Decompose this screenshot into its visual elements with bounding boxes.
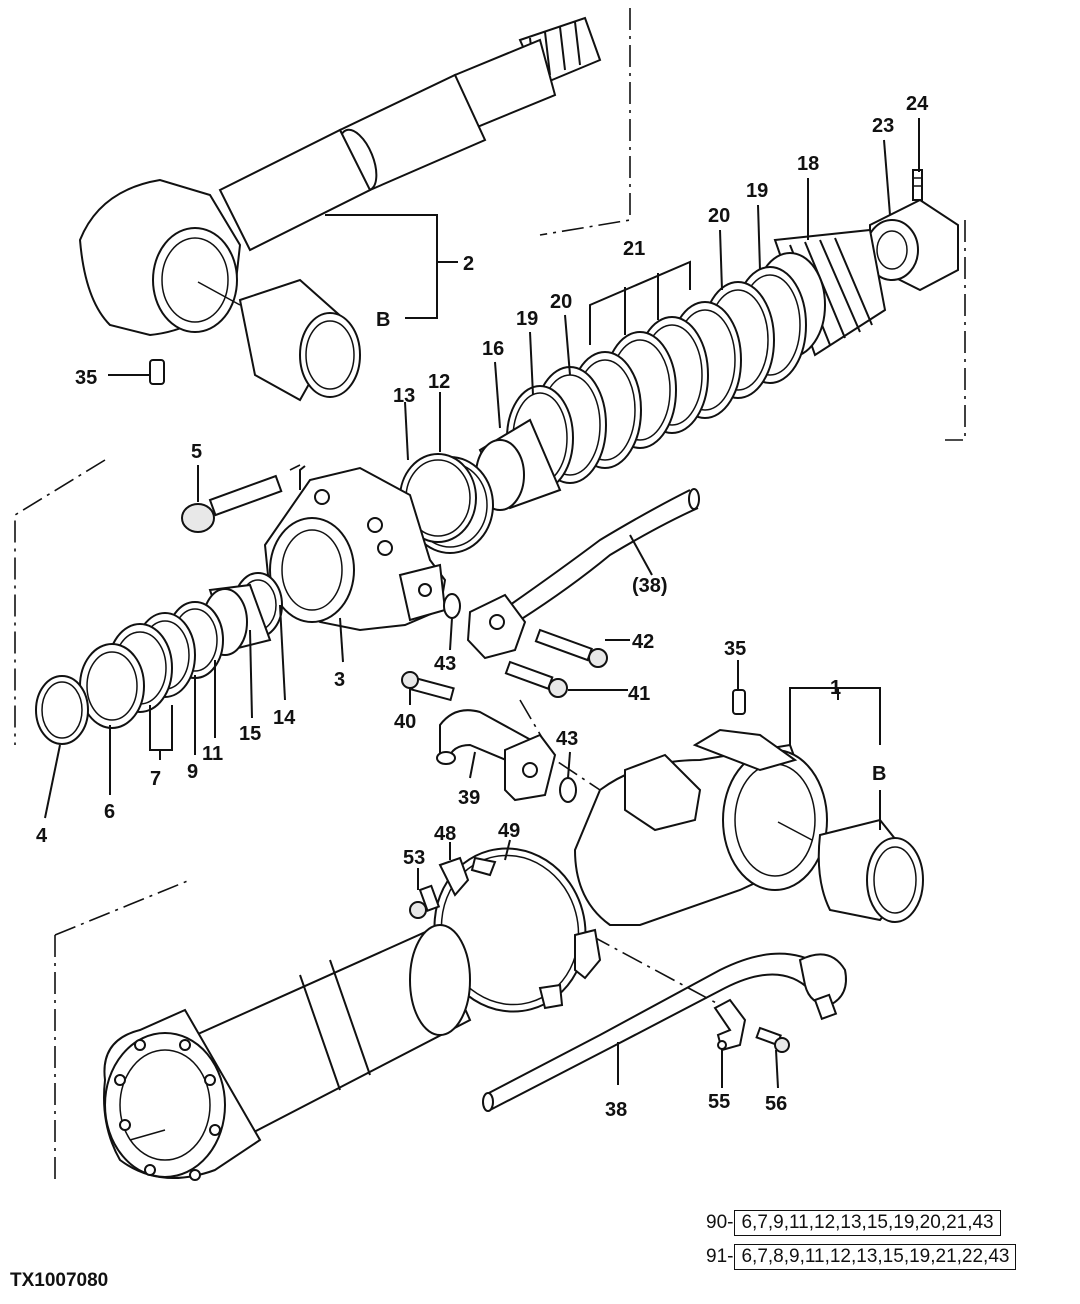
flange-block-upper xyxy=(466,593,527,660)
callout-19a: 19 xyxy=(746,180,768,202)
callout-2: 2 xyxy=(463,253,474,275)
callout-15: 15 xyxy=(239,723,261,745)
kit-parts-list: 6,7,9,11,12,13,15,19,20,21,43 xyxy=(734,1210,1001,1236)
callout-5: 5 xyxy=(191,441,202,463)
callout-6: 6 xyxy=(104,801,115,823)
callout-13: 13 xyxy=(393,385,415,407)
callout-21: 21 xyxy=(623,238,645,260)
callout-18: 18 xyxy=(797,153,819,175)
left-seal-stack xyxy=(35,572,283,745)
cylinder-head xyxy=(573,728,828,926)
callout-42: 42 xyxy=(632,631,654,653)
callout-19b: 19 xyxy=(516,308,538,330)
callout-23: 23 xyxy=(872,115,894,137)
callout-35-top: 35 xyxy=(75,367,97,389)
callout-39: 39 xyxy=(458,787,480,809)
callout-B-top: B xyxy=(376,309,390,331)
bolt-40 xyxy=(401,671,455,702)
kit-prefix: 91- xyxy=(706,1246,734,1267)
bushing-top xyxy=(238,278,361,402)
rod-guide xyxy=(263,465,447,632)
callout-43-upper: 43 xyxy=(434,653,456,675)
bolt-41 xyxy=(504,660,568,698)
callout-40: 40 xyxy=(394,711,416,733)
elbow-39 xyxy=(436,709,557,802)
callout-49: 49 xyxy=(498,820,520,842)
callout-38-upper: (38) xyxy=(632,575,668,597)
callout-11: 11 xyxy=(202,743,223,765)
callout-16: 16 xyxy=(482,338,504,360)
callout-7: 7 xyxy=(150,768,161,790)
bushing-bottom xyxy=(817,818,924,923)
callout-12: 12 xyxy=(428,371,450,393)
callout-43-lower: 43 xyxy=(556,728,578,750)
callout-3: 3 xyxy=(334,669,345,691)
callout-1: 1 xyxy=(830,677,841,699)
callout-55: 55 xyxy=(708,1091,730,1113)
callout-41: 41 xyxy=(628,683,650,705)
callout-48: 48 xyxy=(434,823,456,845)
kit-row-91: 91- 6,7,8,9,11,12,13,15,19,21,22,43 xyxy=(706,1244,1017,1270)
piston-rod xyxy=(78,16,602,337)
kit-parts-list: 6,7,8,9,11,12,13,15,19,21,22,43 xyxy=(734,1244,1017,1270)
bolt-5 xyxy=(181,465,283,533)
nut-and-screw xyxy=(865,169,959,292)
drawing-id: TX1007080 xyxy=(10,1270,109,1291)
grease-fitting-top xyxy=(108,359,165,385)
bolt-53 xyxy=(409,884,441,919)
bolt-42 xyxy=(534,628,608,668)
callout-20a: 20 xyxy=(708,205,730,227)
cylinder-tube xyxy=(103,924,472,1181)
callout-14: 14 xyxy=(273,707,296,729)
callout-56: 56 xyxy=(765,1093,787,1115)
hose-lower xyxy=(482,952,847,1112)
callout-38-lower: 38 xyxy=(605,1099,627,1121)
callout-24: 24 xyxy=(906,93,929,115)
kit-prefix: 90- xyxy=(706,1212,734,1233)
callout-4: 4 xyxy=(36,825,48,847)
callout-B-head: B xyxy=(872,763,886,785)
callout-35-head: 35 xyxy=(724,638,746,660)
grease-fitting-head xyxy=(732,660,746,715)
callout-9: 9 xyxy=(187,761,198,783)
bolt-56 xyxy=(755,1026,790,1053)
hose-upper xyxy=(509,488,700,621)
seal-rings-right xyxy=(506,266,807,491)
clip-55 xyxy=(713,998,747,1052)
kit-row-90: 90- 6,7,9,11,12,13,15,19,20,21,43 xyxy=(706,1210,1001,1236)
callout-20b: 20 xyxy=(550,291,572,313)
callout-53: 53 xyxy=(403,847,425,869)
